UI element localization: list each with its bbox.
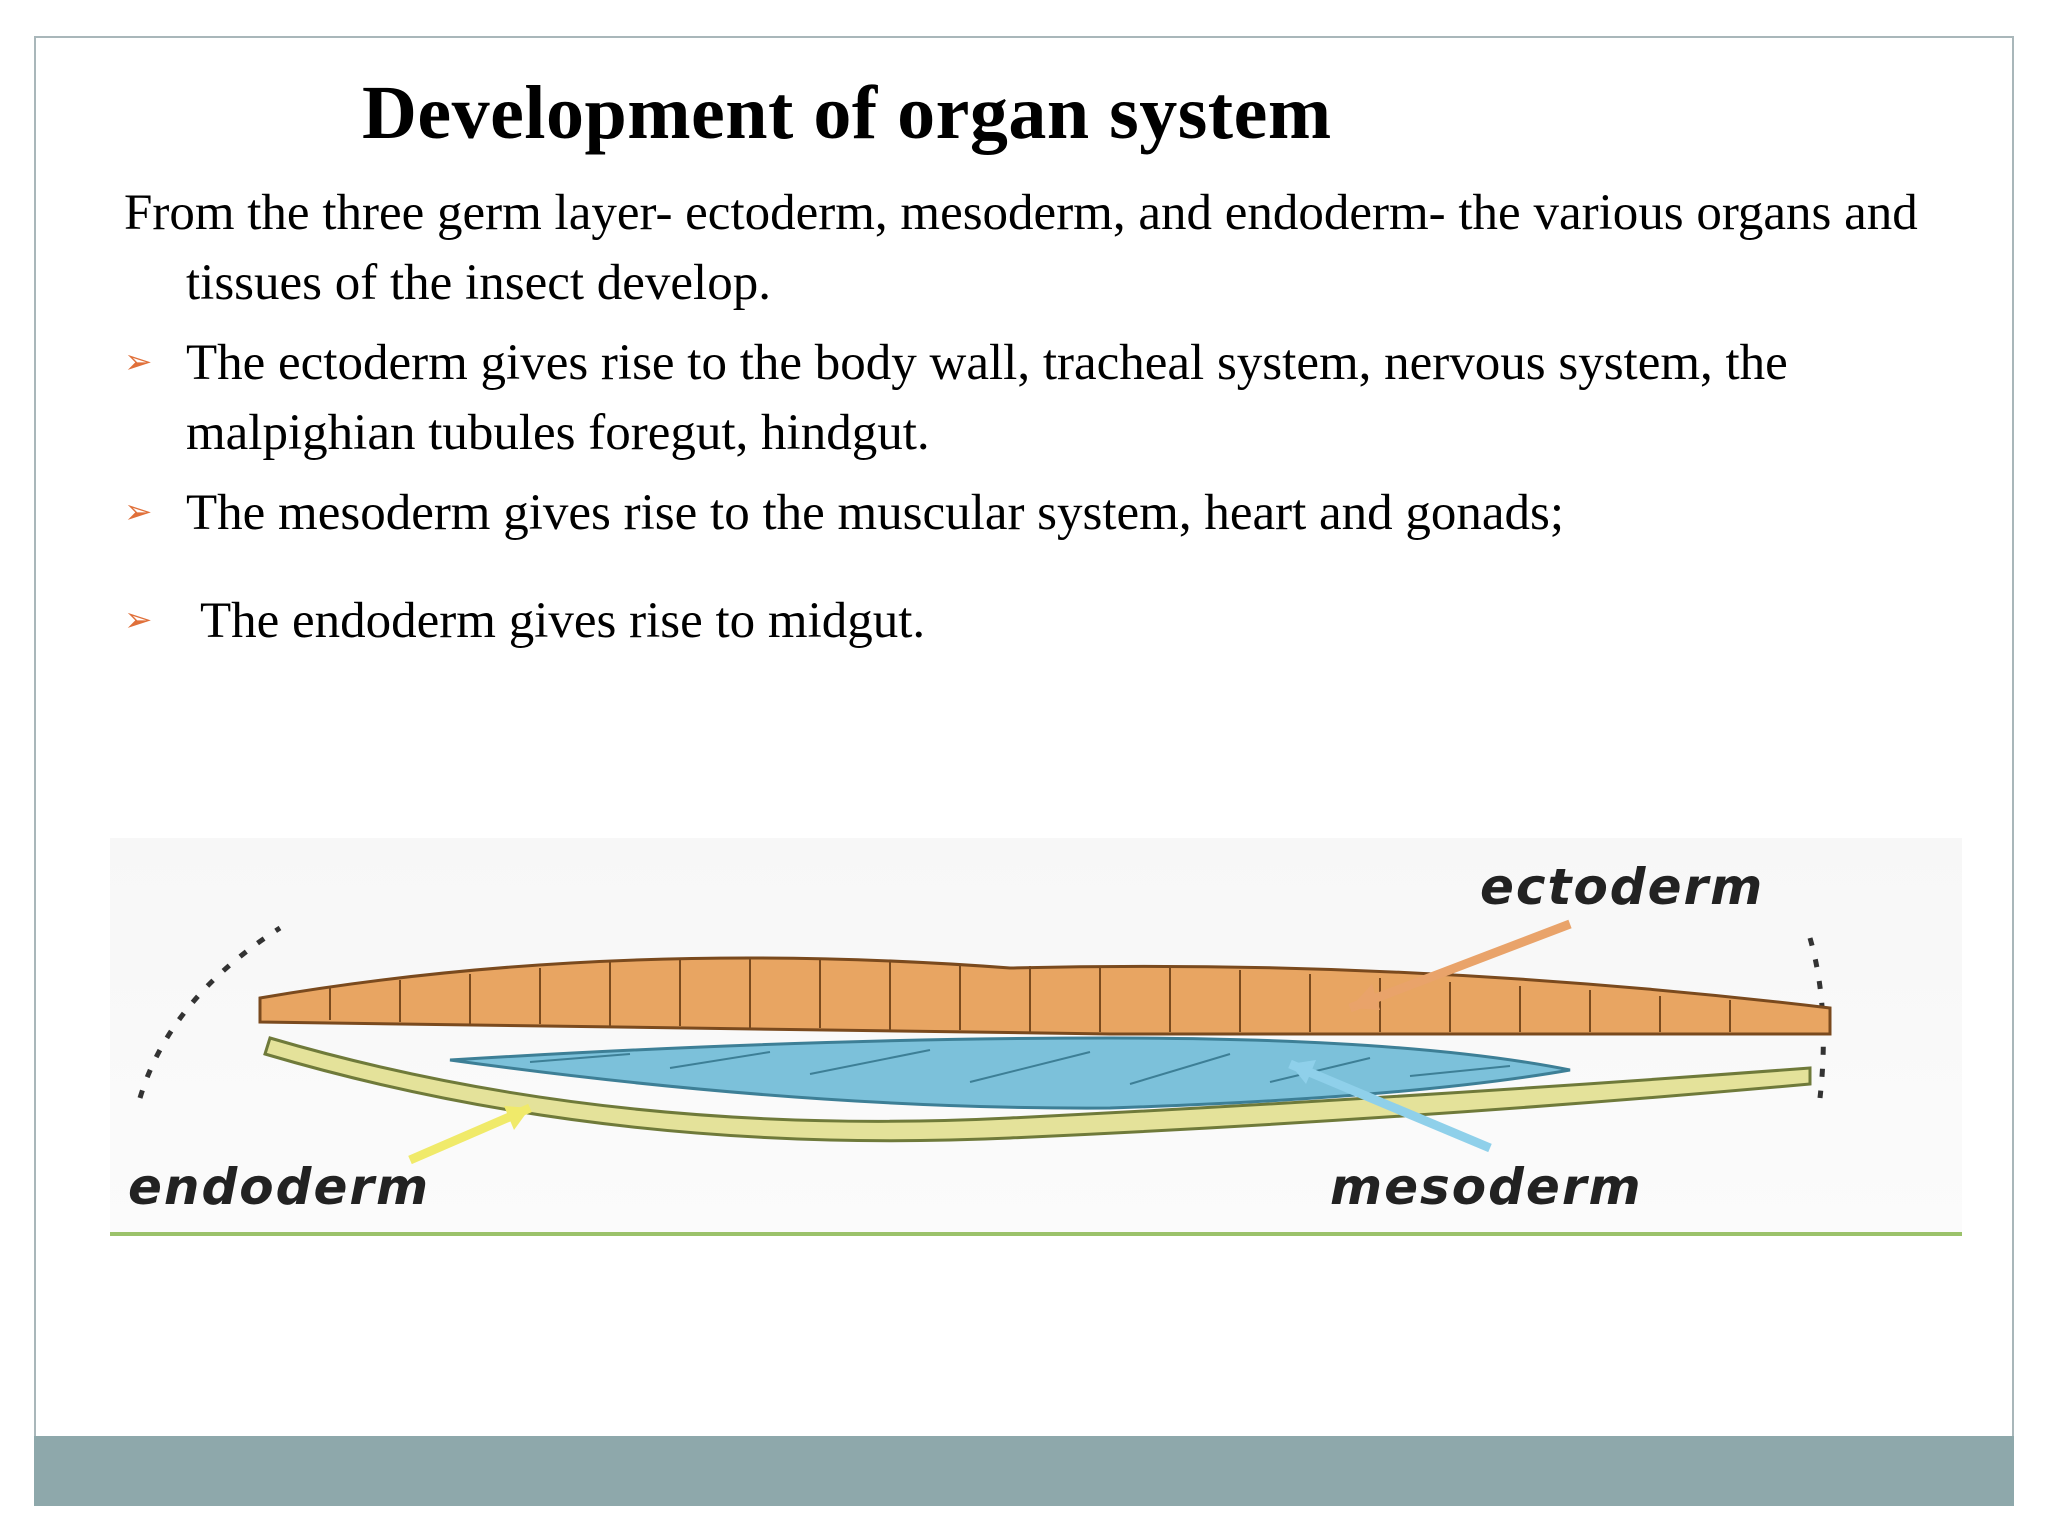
bullet-item-ectoderm: ➢ The ectoderm gives rise to the body wa… <box>124 328 1994 468</box>
mesoderm-arrowhead <box>1290 1060 1316 1084</box>
germ-layer-illustration <box>137 919 1832 1165</box>
outer-membrane-left <box>137 925 282 1099</box>
arrow-bullet-icon: ➢ <box>124 344 153 381</box>
footer-bar <box>34 1436 2014 1506</box>
bullet-item-endoderm: ➢ The endoderm gives rise to midgut. <box>124 586 1994 656</box>
bullet-text: The mesoderm gives rise to the muscular … <box>186 485 1565 541</box>
intro-paragraph: From the three germ layer- ectoderm, mes… <box>124 185 1918 311</box>
bullet-item-mesoderm: ➢ The mesoderm gives rise to the muscula… <box>124 478 1994 548</box>
slide-title: Development of organ system <box>362 71 1332 155</box>
ectoderm-layer <box>258 956 1832 1036</box>
arrow-bullet-icon: ➢ <box>124 494 153 531</box>
mesoderm-arrow <box>1288 1059 1492 1153</box>
ectoderm-cells <box>329 958 1731 1032</box>
mesoderm-label: mesoderm <box>1330 1158 1643 1216</box>
ectoderm-arrow <box>1348 919 1572 1013</box>
mesoderm-layer <box>449 1036 1571 1110</box>
ectoderm-label: ectoderm <box>1480 858 1765 916</box>
slide-frame <box>34 36 2014 1506</box>
arrow-bullet-icon: ➢ <box>124 602 153 639</box>
germ-layer-diagram: ectoderm endoderm mesoderm <box>110 838 1962 1236</box>
bullet-text: The endoderm gives rise to midgut. <box>200 593 926 649</box>
endoderm-layer <box>263 1036 1812 1143</box>
ectoderm-arrowhead <box>1350 984 1380 1010</box>
bullet-text: The ectoderm gives rise to the body wall… <box>186 335 1788 461</box>
endoderm-label: endoderm <box>128 1158 431 1216</box>
endoderm-arrowhead <box>504 1106 530 1130</box>
mesoderm-cells <box>529 1049 1511 1085</box>
